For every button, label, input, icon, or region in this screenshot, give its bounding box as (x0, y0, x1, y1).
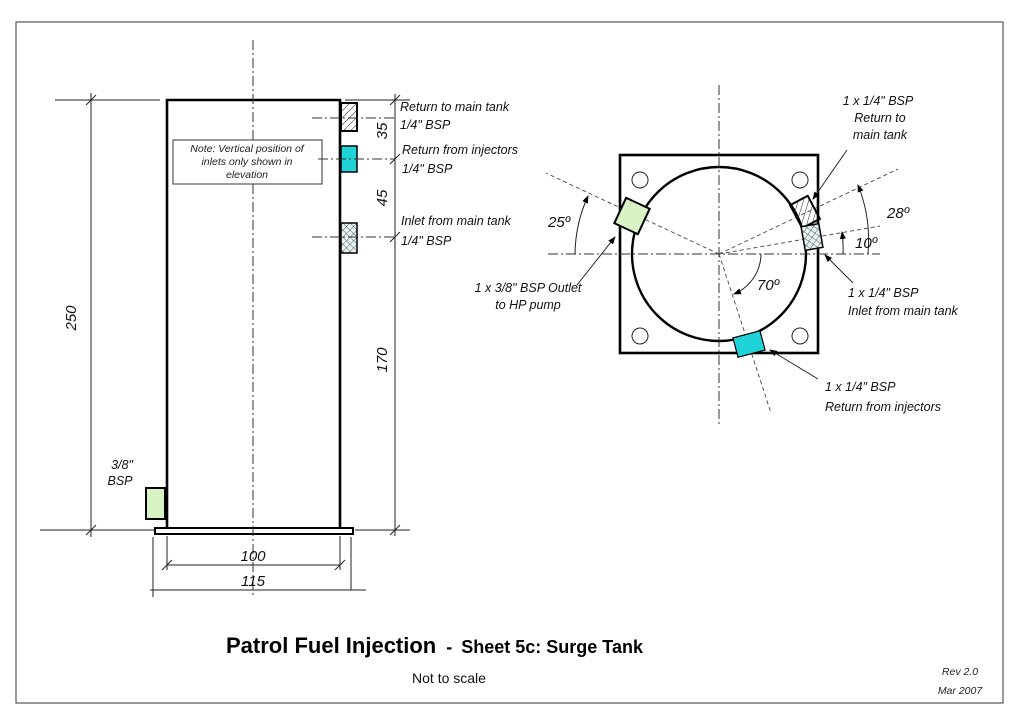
bolt-hole (791, 171, 809, 189)
label-return-main-tank: Return to main tank (400, 100, 510, 114)
title-main: Patrol Fuel Injection (226, 633, 436, 658)
bolt-hole (791, 327, 809, 345)
bolt-hole (631, 171, 649, 189)
fitting-outlet (145, 487, 166, 520)
fitting-inlet-main-tank (340, 222, 358, 254)
dimension-115-label: 115 (241, 573, 266, 590)
leader-outlet (576, 236, 616, 286)
plan-label-return-main-tank-2: Return to (854, 111, 905, 125)
fitting-return-main-tank-plan (788, 194, 822, 230)
dimension-45-label: 45 (374, 189, 391, 206)
angle-28-label: 28º (886, 205, 911, 222)
title-separator: - (446, 637, 452, 657)
plan-label-return-main-tank-1: 1 x 1/4" BSP (843, 94, 914, 108)
fitting-return-main-tank (340, 102, 358, 132)
angle-arc-70 (733, 253, 762, 295)
plan-label-inlet-main-tank-1: 1 x 1/4" BSP (848, 286, 919, 300)
angle-10-label: 10º (855, 235, 879, 252)
title-sheet: Sheet 5c: Surge Tank (461, 637, 644, 657)
plan-label-outlet-2: to HP pump (495, 298, 561, 312)
elevation-view: 250 35 45 170 Note: Vertical position of… (40, 40, 518, 597)
angle-arc-28 (857, 184, 870, 255)
dimension-35-label: 35 (374, 122, 391, 139)
leader-return-injectors (769, 349, 819, 380)
tank-base-plate (154, 527, 354, 535)
fitting-outlet-plan (612, 196, 652, 236)
revision-date: Mar 2007 (938, 685, 984, 697)
angle-25-label: 25º (547, 214, 572, 231)
angle-arc-10 (839, 231, 846, 255)
dimension-tick (389, 231, 401, 243)
angle-line-outlet (545, 172, 720, 255)
dimension-tick (389, 524, 401, 536)
dimension-tick (85, 94, 97, 106)
dimension-170-label: 170 (374, 347, 391, 373)
plan-view: 25º 28º 10º 70º 1 x 1/4" BSP Return to m… (475, 85, 959, 425)
revision-number: Rev 2.0 (942, 666, 978, 678)
fitting-return-injectors-plan (732, 329, 766, 359)
label-outlet-size: 3/8" (111, 458, 133, 472)
label-outlet-bsp: BSP (107, 474, 133, 488)
title-block: Patrol Fuel Injection - Sheet 5c: Surge … (226, 633, 983, 697)
sheet-border (15, 21, 1004, 704)
plan-label-inlet-main-tank-2: Inlet from main tank (848, 304, 959, 318)
note-box (172, 139, 323, 185)
title: Patrol Fuel Injection - Sheet 5c: Surge … (226, 633, 644, 658)
leader-return-main-tank (812, 149, 848, 200)
plan-label-return-main-tank-3: main tank (853, 128, 908, 142)
dimension-250-label: 250 (63, 305, 80, 332)
dimension-tick (161, 559, 173, 571)
plan-label-outlet-1: 1 x 3/8" BSP Outlet (475, 281, 582, 295)
angle-line-inlet-main (718, 225, 881, 255)
dimension-tick (85, 524, 97, 536)
note-line-1: Note: Vertical position of (190, 143, 305, 155)
plan-label-return-injectors-2: Return from injectors (825, 400, 941, 414)
label-return-main-tank-size: 1/4" BSP (400, 118, 451, 132)
leader-inlet-main-tank (824, 254, 854, 284)
angle-70-label: 70º (757, 277, 781, 294)
label-return-injectors: Return from injectors (402, 143, 518, 157)
note-line-3: elevation (226, 169, 268, 181)
fitting-inlet-main-tank-plan (800, 222, 824, 252)
label-inlet-main-tank-size: 1/4" BSP (401, 234, 452, 248)
label-return-injectors-size: 1/4" BSP (402, 162, 453, 176)
note-line-2: inlets only shown in (201, 156, 292, 168)
scale-note: Not to scale (412, 670, 486, 686)
label-inlet-main-tank: Inlet from main tank (401, 214, 512, 228)
angle-arc-25 (574, 195, 589, 255)
plan-label-return-injectors-1: 1 x 1/4" BSP (825, 380, 896, 394)
dimension-tick (389, 94, 401, 106)
dimension-100-label: 100 (240, 548, 266, 565)
dimension-tick (334, 559, 346, 571)
bolt-hole (631, 327, 649, 345)
